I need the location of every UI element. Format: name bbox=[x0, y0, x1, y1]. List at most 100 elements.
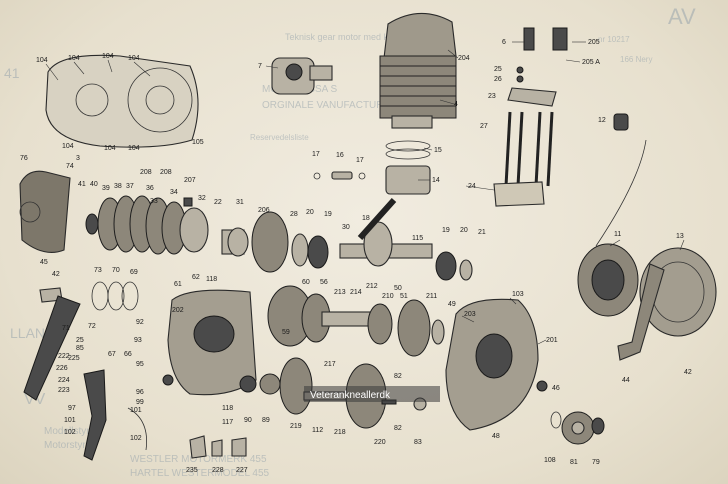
part-label-85: 85 bbox=[76, 345, 84, 352]
crankcase-right bbox=[445, 298, 539, 431]
part-label-104: 104 bbox=[128, 55, 140, 62]
part-label-115: 115 bbox=[412, 235, 423, 242]
cylinder-studs bbox=[504, 111, 554, 187]
gudgeon-pin bbox=[313, 171, 366, 180]
bg-text-lower-left: LLAN bbox=[10, 325, 45, 341]
part-label-224: 224 bbox=[58, 377, 70, 384]
part-label-222: 222 bbox=[58, 353, 70, 360]
drive-sprocket bbox=[550, 411, 605, 445]
part-label-223: 223 bbox=[58, 387, 70, 394]
part-label-104: 104 bbox=[62, 143, 74, 150]
bg-text-right-2: 166 Nery bbox=[620, 55, 652, 64]
part-label-25: 25 bbox=[76, 337, 84, 344]
part-label-3: 3 bbox=[76, 155, 80, 162]
part-label-235: 235 bbox=[186, 467, 198, 474]
part-label-103: 103 bbox=[512, 291, 524, 298]
watermark-text: Veterankneallerdk bbox=[310, 390, 391, 401]
part-label-27: 27 bbox=[480, 123, 488, 130]
part-label-62: 62 bbox=[192, 274, 200, 281]
part-label-210: 210 bbox=[382, 293, 394, 300]
part-label-25: 25 bbox=[494, 66, 502, 73]
part-label-74: 74 bbox=[66, 163, 74, 170]
piston-rings bbox=[385, 140, 431, 160]
carburettor bbox=[271, 57, 333, 95]
part-label-90: 90 bbox=[244, 417, 252, 424]
clutch-plates bbox=[85, 195, 209, 255]
part-label-104: 104 bbox=[128, 145, 140, 152]
part-label-19: 19 bbox=[324, 211, 332, 218]
part-label-204: 204 bbox=[458, 55, 470, 62]
part-label-202: 202 bbox=[172, 307, 184, 314]
small-brackets bbox=[189, 435, 247, 459]
part-label-108: 108 bbox=[544, 457, 556, 464]
part-label-205a: 205 A bbox=[582, 59, 600, 66]
part-label-49: 49 bbox=[448, 301, 456, 308]
part-label-208: 208 bbox=[140, 169, 152, 176]
part-label-56: 56 bbox=[320, 279, 328, 286]
magneto-stator bbox=[577, 243, 639, 317]
part-label-89: 89 bbox=[262, 417, 270, 424]
part-label-46: 46 bbox=[552, 385, 560, 392]
bg-text-center-1: Teknisk gear motor med kick-start 1M 5,4 bbox=[285, 32, 450, 42]
part-label-15: 15 bbox=[434, 147, 442, 154]
part-label-104: 104 bbox=[68, 55, 80, 62]
part-label-37: 37 bbox=[126, 183, 134, 190]
part-label-20: 20 bbox=[306, 209, 314, 216]
part-label-34: 34 bbox=[170, 189, 178, 196]
part-label-16: 16 bbox=[336, 152, 344, 159]
part-label-105: 105 bbox=[192, 139, 204, 146]
clutch-cover-plate bbox=[45, 54, 199, 148]
part-label-96: 96 bbox=[136, 389, 144, 396]
part-label-203: 203 bbox=[464, 311, 476, 318]
part-label-99: 99 bbox=[136, 399, 144, 406]
part-label-117: 117 bbox=[222, 419, 233, 426]
bg-text-bottom-3: Motorstyrke bbox=[44, 440, 97, 451]
part-label-23: 23 bbox=[488, 93, 496, 100]
part-label-4: 4 bbox=[454, 101, 458, 108]
part-label-104: 104 bbox=[102, 53, 114, 60]
part-label-81: 81 bbox=[570, 459, 578, 466]
part-label-6: 6 bbox=[502, 39, 506, 46]
part-label-14: 14 bbox=[432, 177, 440, 184]
bg-text-left: 41 bbox=[4, 65, 20, 81]
part-label-95: 95 bbox=[136, 361, 144, 368]
leader-lines bbox=[45, 41, 685, 345]
part-label-42: 42 bbox=[52, 271, 60, 278]
part-label-22: 22 bbox=[214, 199, 222, 206]
part-label-214: 214 bbox=[350, 289, 362, 296]
clutch-hub bbox=[221, 227, 249, 257]
part-label-71: 71 bbox=[62, 325, 70, 332]
part-label-83: 83 bbox=[414, 439, 422, 446]
part-label-66: 66 bbox=[124, 351, 132, 358]
part-label-101: 101 bbox=[64, 417, 76, 424]
part-label-218: 218 bbox=[334, 429, 346, 436]
part-label-19: 19 bbox=[442, 227, 450, 234]
part-label-41: 41 bbox=[78, 181, 86, 188]
part-label-211: 211 bbox=[426, 293, 437, 300]
part-label-226: 226 bbox=[56, 365, 68, 372]
flywheel bbox=[251, 211, 329, 273]
part-label-227: 227 bbox=[236, 467, 248, 474]
part-label-118: 118 bbox=[206, 276, 217, 283]
part-label-61: 61 bbox=[174, 281, 182, 288]
part-label-207: 207 bbox=[184, 177, 196, 184]
part-label-28: 28 bbox=[290, 211, 298, 218]
part-label-18: 18 bbox=[362, 215, 370, 222]
part-label-60: 60 bbox=[302, 279, 310, 286]
part-label-21: 21 bbox=[478, 229, 486, 236]
part-label-32: 32 bbox=[198, 195, 206, 202]
part-label-118: 118 bbox=[222, 405, 233, 412]
crankshaft bbox=[339, 197, 473, 281]
bg-text-bottom-5: HARTEL WESTERMODEL 455 bbox=[130, 468, 270, 479]
part-label-20: 20 bbox=[460, 227, 468, 234]
part-label-102: 102 bbox=[64, 429, 76, 436]
part-label-17: 17 bbox=[356, 157, 364, 164]
part-label-59: 59 bbox=[282, 329, 290, 336]
crankcase-left bbox=[167, 289, 257, 396]
part-label-33: 33 bbox=[150, 198, 158, 205]
part-label-219: 219 bbox=[290, 423, 302, 430]
part-label-225: 225 bbox=[68, 355, 80, 362]
kickstart-cover bbox=[19, 170, 71, 253]
